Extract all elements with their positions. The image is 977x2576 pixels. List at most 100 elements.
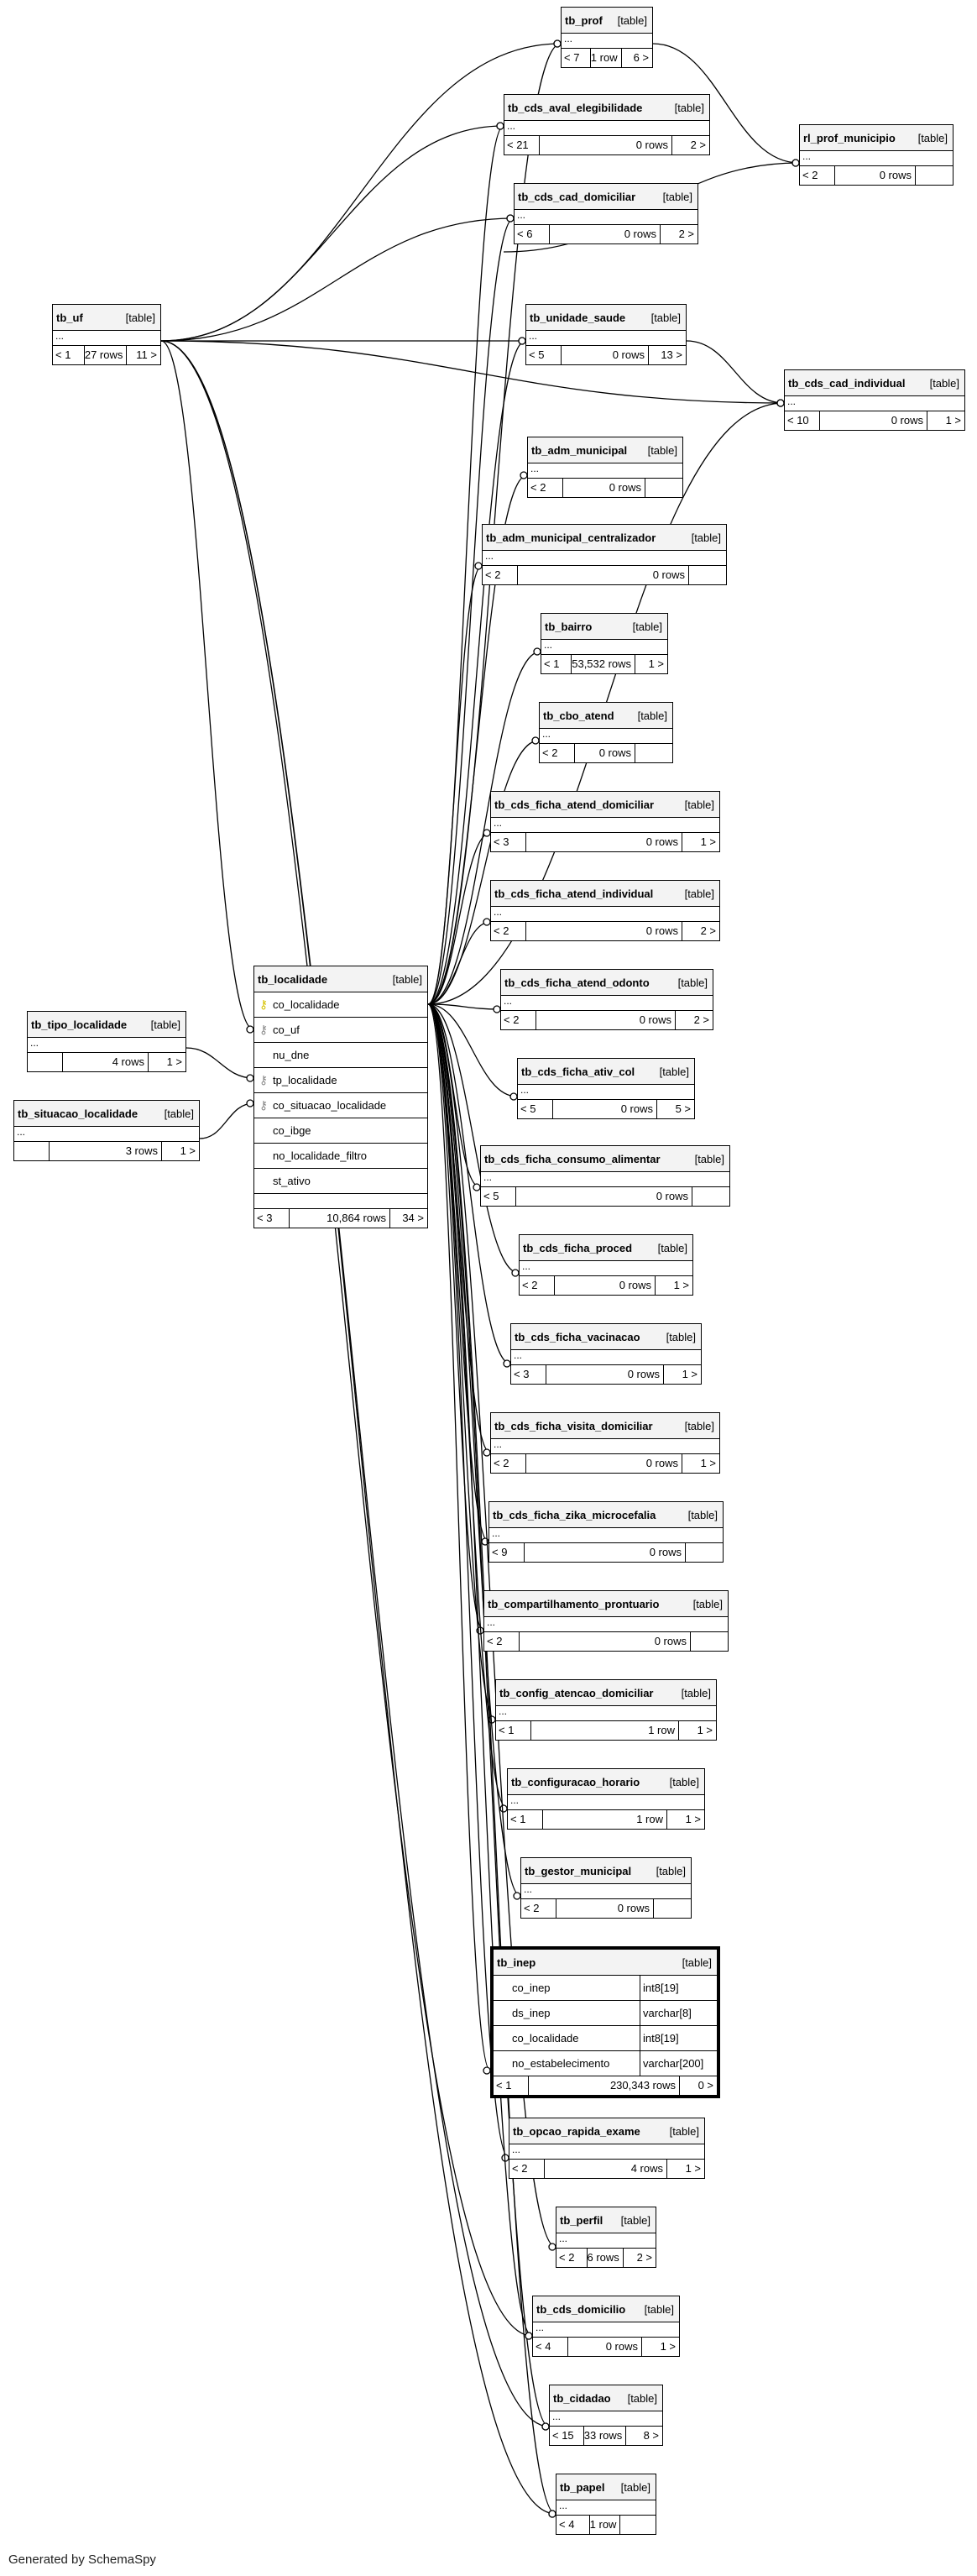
children-count	[692, 1187, 729, 1206]
row-count: 0 rows	[518, 566, 689, 584]
column-co-uf[interactable]: ⚷ co_uf	[254, 1018, 427, 1043]
relationship-end-marker	[776, 399, 785, 407]
relationship-end-marker	[553, 39, 562, 48]
table-kind: [table]	[929, 376, 959, 390]
children-count: 1 >	[945, 414, 961, 427]
table-tb-cds-ficha-consumo-alimentar[interactable]: tb_cds_ficha_consumo_alimentar[table] ..…	[480, 1145, 730, 1207]
children-count: 34 >	[402, 1212, 424, 1224]
parents-count: < 5	[481, 1187, 516, 1206]
relationship-line	[427, 1003, 501, 1010]
ellipsis: ...	[491, 1439, 719, 1454]
ellipsis: ...	[800, 151, 953, 166]
ellipsis: ...	[14, 1127, 199, 1142]
row-count: 0 rows	[568, 2338, 642, 2356]
generated-by-footer: Generated by SchemaSpy	[8, 2552, 156, 2567]
foreign-key-icon: ⚷	[259, 1023, 269, 1036]
column-nu-dne[interactable]: nu_dne	[254, 1043, 427, 1068]
table-kind: [table]	[150, 1018, 180, 1031]
relationship-end-marker	[520, 471, 528, 479]
row-count: 4 rows	[545, 2160, 667, 2178]
column-co-situacao-localidade[interactable]: ⚷co_situacao_localidade	[254, 1093, 427, 1118]
table-tb-cds-aval-elegibilidade[interactable]: tb_cds_aval_elegibilidade[table] ... < 2…	[504, 94, 710, 155]
column-name: co_uf	[273, 1024, 300, 1036]
table-tb-cds-ficha-atend-domiciliar[interactable]: tb_cds_ficha_atend_domiciliar[table] ...…	[490, 791, 720, 852]
row-count: 0 rows	[536, 1011, 676, 1029]
table-tb-adm-municipal-centralizador[interactable]: tb_adm_municipal_centralizador[table] ..…	[482, 524, 727, 585]
row-count: 27 rows	[85, 346, 128, 364]
ellipsis: ...	[491, 818, 719, 833]
table-name: tb_compartilhamento_prontuario	[488, 1597, 660, 1610]
ellipsis: ...	[540, 729, 672, 744]
relationship-line	[686, 340, 785, 404]
ellipsis: ...	[541, 640, 667, 655]
table-name: tb_uf	[56, 311, 83, 324]
children-count: 8 >	[643, 2429, 659, 2442]
relationship-line	[427, 1003, 484, 1631]
table-tb-cds-ficha-atend-individual[interactable]: tb_cds_ficha_atend_individual[table] ...…	[490, 880, 720, 941]
relationship-line	[427, 565, 483, 1005]
relationship-line	[427, 1003, 556, 2515]
table-kind: [table]	[684, 798, 714, 811]
parents-count: < 15	[550, 2427, 584, 2445]
relationship-end-marker	[518, 337, 526, 345]
table-tb-config-atencao-domiciliar[interactable]: tb_config_atencao_domiciliar[table] ... …	[495, 1679, 717, 1741]
relationship-end-marker	[246, 1025, 254, 1034]
table-tb-cds-ficha-atend-odonto[interactable]: tb_cds_ficha_atend_odonto[table] ... < 2…	[500, 969, 713, 1030]
table-tb-compartilhamento-prontuario[interactable]: tb_compartilhamento_prontuario[table] ..…	[483, 1590, 729, 1652]
row-count: 0 rows	[516, 1187, 692, 1206]
table-tb-cds-ficha-visita-domiciliar[interactable]: tb_cds_ficha_visita_domiciliar[table] ..…	[490, 1412, 720, 1474]
relationship-line	[160, 43, 562, 342]
relationship-line	[427, 474, 528, 1005]
parents-count: < 1	[494, 2076, 529, 2095]
row-count: 0 rows	[526, 922, 682, 940]
column-co-ibge[interactable]: co_ibge	[254, 1118, 427, 1144]
relationship-end-marker	[548, 2243, 556, 2251]
column-tp-localidade[interactable]: ⚷tp_localidade	[254, 1068, 427, 1093]
column-st-ativo[interactable]: st_ativo	[254, 1169, 427, 1194]
parents-count: < 2	[800, 166, 835, 185]
parents-count: < 21	[504, 136, 540, 154]
table-kind: [table]	[684, 1419, 714, 1432]
table-kind: [table]	[656, 1864, 686, 1877]
table-kind: [table]	[647, 443, 677, 457]
column-no-localidade-filtro[interactable]: no_localidade_filtro	[254, 1144, 427, 1169]
children-count: 1 >	[682, 1368, 697, 1380]
parents-count: < 2	[540, 744, 575, 762]
table-kind: [table]	[617, 13, 647, 27]
ellipsis: ...	[28, 1038, 185, 1053]
table-tb-localidade[interactable]: tb_localidade[table] ⚷co_localidade ⚷co_…	[253, 966, 428, 1228]
parents-count: < 2	[491, 1454, 526, 1473]
table-tb-situacao-localidade[interactable]: tb_situacao_localidade[table] ... 3 rows…	[13, 1100, 200, 1161]
table-kind: [table]	[677, 976, 708, 989]
relationship-line	[427, 921, 491, 1005]
table-tb-cds-ficha-zika-microcefalia[interactable]: tb_cds_ficha_zika_microcefalia[table] ..…	[488, 1501, 724, 1563]
column-co-localidade[interactable]: ⚷co_localidade	[254, 992, 427, 1018]
table-kind: [table]	[681, 1686, 711, 1699]
